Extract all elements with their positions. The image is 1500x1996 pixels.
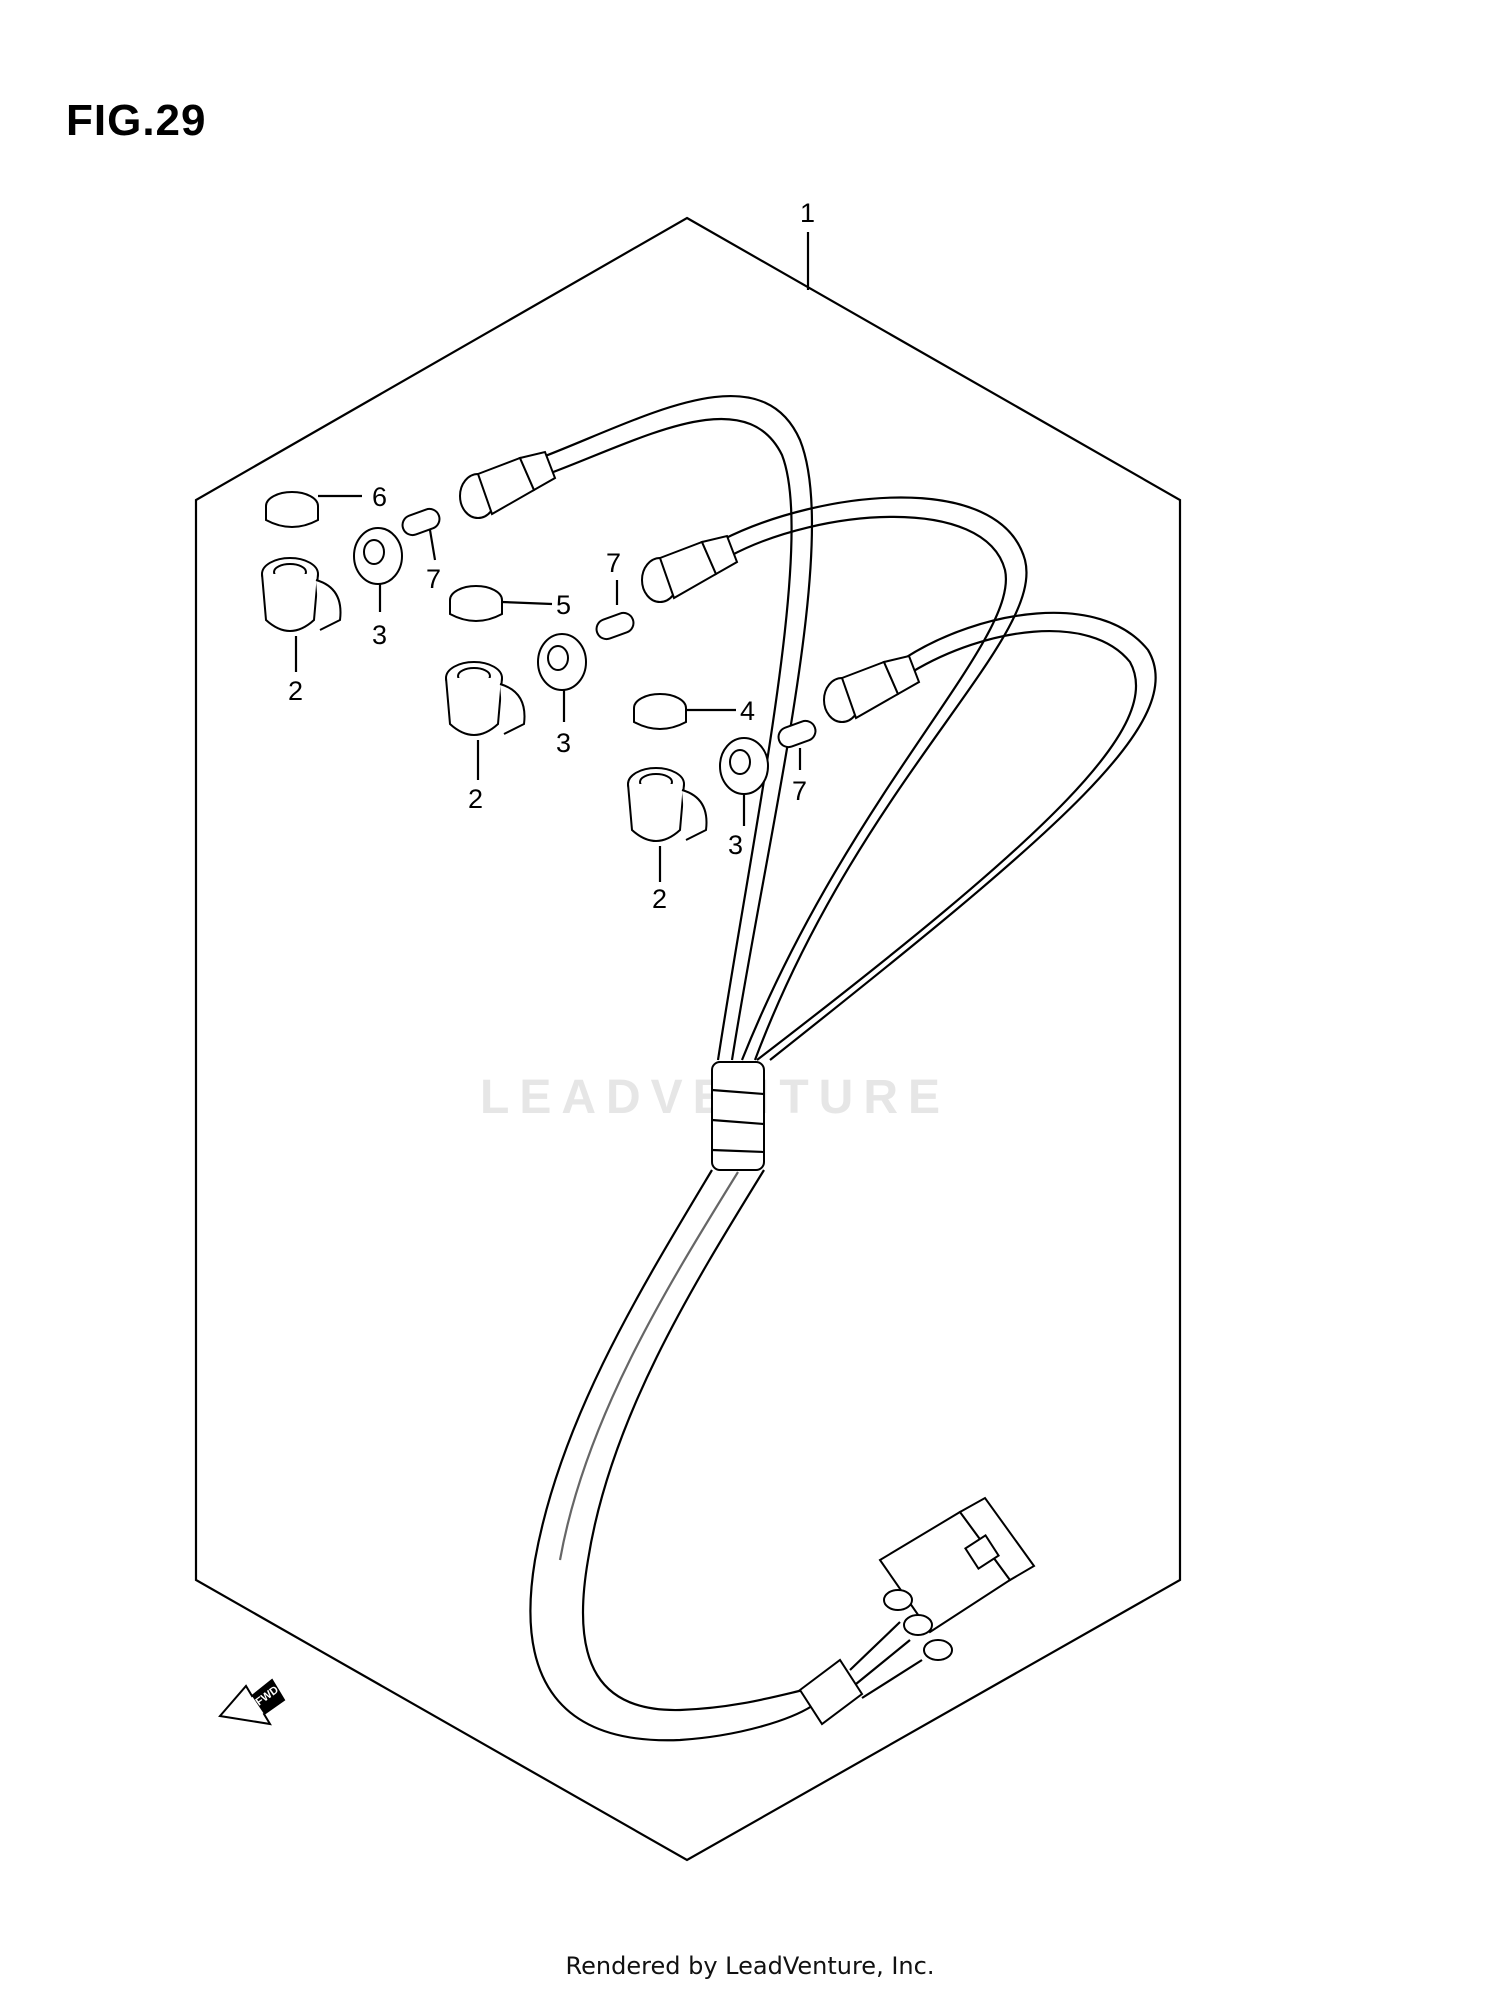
branch-connector-3: [823, 654, 921, 723]
callout-2a: 2: [288, 676, 303, 706]
callout-3a: 3: [372, 620, 387, 650]
branch-connector-1: [459, 450, 557, 519]
grommet-a: [353, 527, 403, 612]
callout-7a: 7: [426, 564, 441, 594]
callout-5: 5: [556, 590, 571, 620]
callout-7b: 7: [606, 548, 621, 578]
bulb-c: [777, 719, 817, 770]
cap-4: [633, 693, 736, 730]
cap-5: [449, 585, 553, 622]
footer-credit: Rendered by LeadVenture, Inc.: [565, 1952, 935, 1980]
callout-3c: 3: [728, 830, 743, 860]
bulb-a: [401, 507, 441, 561]
socket-a: [261, 557, 342, 672]
figure-title: FIG.29: [66, 96, 207, 145]
assembly-outline: [194, 216, 1182, 1862]
socket-b: [445, 661, 526, 780]
branch-connector-2: [641, 534, 739, 603]
callout-7c: 7: [792, 776, 807, 806]
wire-harness: [529, 394, 1157, 1742]
callout-2c: 2: [652, 884, 667, 914]
watermark-text: LEADVENTURE: [480, 1070, 950, 1125]
callout-3b: 3: [556, 728, 571, 758]
callout-1: 1: [800, 198, 815, 228]
bulb-b: [595, 580, 635, 641]
main-connector: [878, 1496, 1036, 1661]
cap-6: [265, 491, 362, 528]
callout-2b: 2: [468, 784, 483, 814]
fwd-arrow-icon: FWD: [218, 1678, 286, 1726]
callout-6: 6: [372, 482, 387, 512]
grommet-c: [719, 737, 769, 826]
grommet-b: [537, 633, 587, 722]
callout-4: 4: [740, 696, 755, 726]
socket-c: [627, 767, 708, 882]
